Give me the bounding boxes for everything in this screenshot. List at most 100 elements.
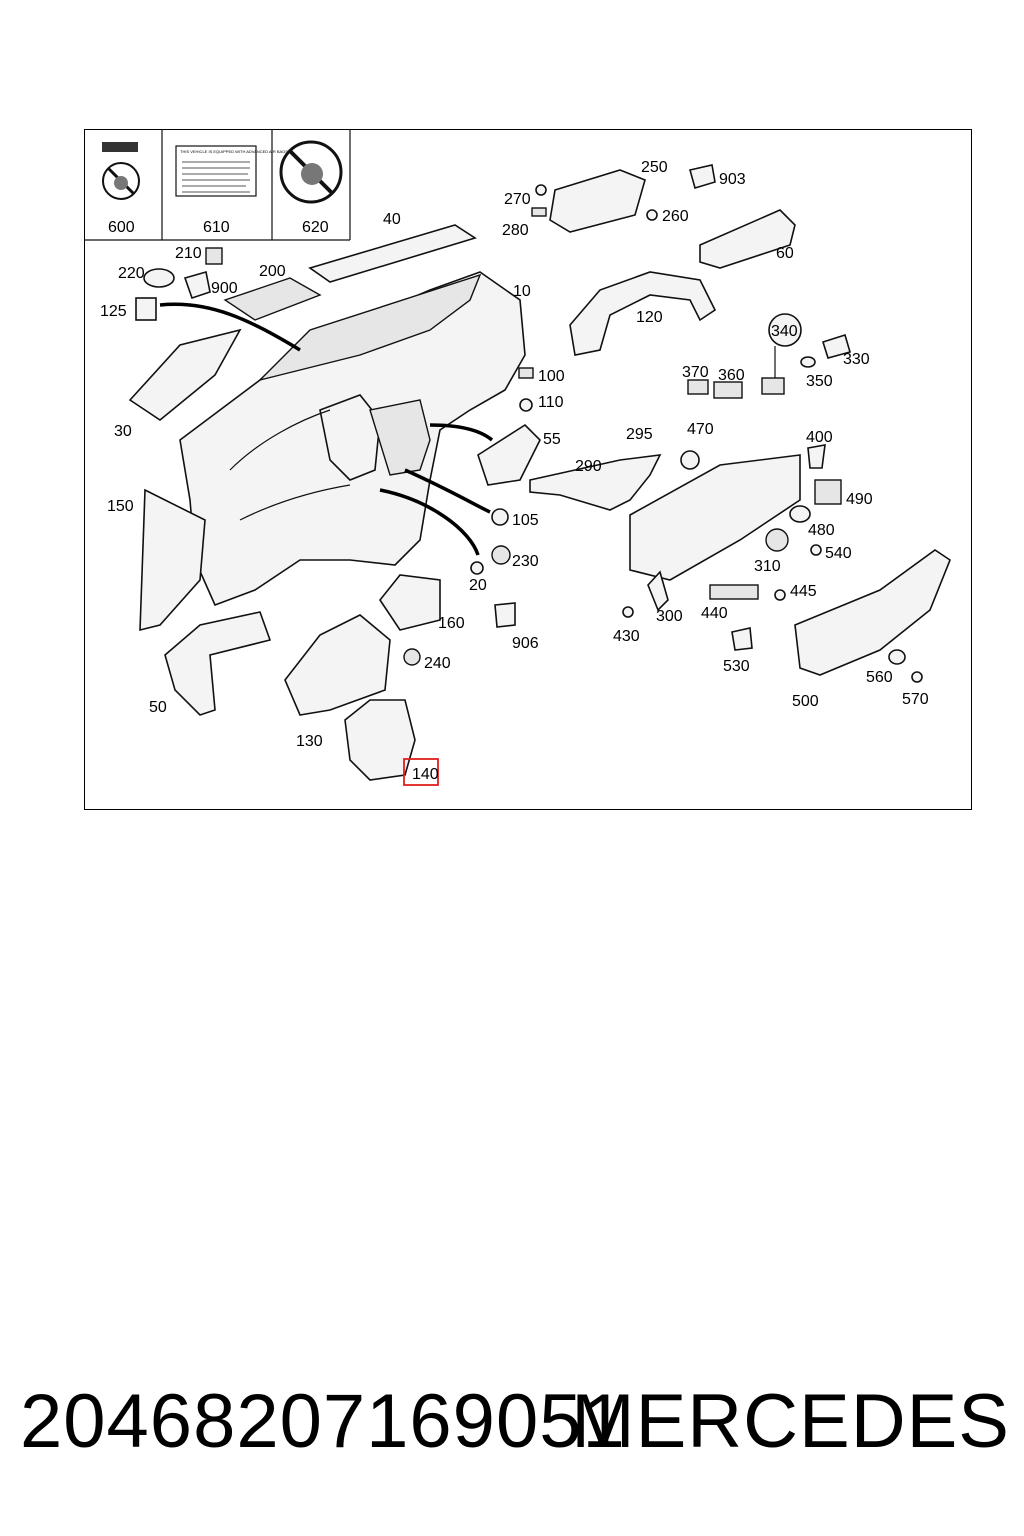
airbag-disabled-icon [279,140,343,204]
part-370-switch [687,379,709,395]
warning-labels-panel: THIS VEHICLE IS EQUIPPED WITH ADVANCED A… [84,129,351,241]
label-906: 906 [512,635,539,652]
label-100: 100 [538,368,565,385]
part-20-clip [470,561,484,575]
label-230: 230 [512,553,539,570]
label-560: 560 [866,669,893,686]
part-120-duct [569,271,717,356]
dashboard-carrier [179,271,526,607]
label-540: 540 [825,545,852,562]
part-340-bulb-callout [768,313,802,347]
label-530: 530 [723,658,750,675]
footer: 20468207169051 MERCEDES [20,1378,1010,1478]
part-530-bracket [731,627,753,651]
label-360: 360 [718,367,745,384]
label-105: 105 [512,512,539,529]
part-50-duct [164,611,272,716]
label-160: 160 [438,615,465,632]
part-220-sensor [143,268,175,288]
part-250-airbag [549,169,646,233]
label-295: 295 [626,426,653,443]
part-470-ring [680,450,700,470]
part-number: 20468207169051 [20,1379,626,1464]
part-350-bulb [800,356,816,368]
label-570: 570 [902,691,929,708]
label-60: 60 [776,245,794,262]
part-30-left-panel [128,328,242,421]
label-330: 330 [843,351,870,368]
part-105-bolt [491,508,509,526]
label-240: 240 [424,655,451,672]
arrow-20 [379,488,480,556]
label-220: 220 [118,265,145,282]
label-40: 40 [383,211,401,228]
diagram-frame [84,129,972,810]
part-150-side-trim [139,488,206,632]
brand-name: MERCEDES [571,1379,1010,1464]
arrow-105 [404,468,491,514]
part-560-screw [888,649,906,665]
label-310: 310 [754,558,781,575]
part-440-latch [709,584,759,600]
part-100-clip [518,367,534,379]
part-125-block [135,297,157,321]
part-490-lock [814,479,842,505]
part-130-cover [284,614,391,716]
label-270: 270 [504,191,531,208]
label-210: 210 [175,245,202,262]
label-260: 260 [662,208,689,225]
arrow-125 [159,302,301,352]
part-900-clip [183,270,211,300]
part-270-screw [535,184,547,196]
part-430-screw [622,606,634,618]
part-lamp-connector [761,377,785,395]
label-430: 430 [613,628,640,645]
label-480: 480 [808,522,835,539]
part-906-tag [494,602,516,628]
part-210-switch [205,247,223,265]
label-280: 280 [502,222,529,239]
highlight-140 [403,758,439,786]
part-540-clip [810,544,822,556]
label-620: 620 [302,219,329,236]
label-470: 470 [687,421,714,438]
label-903: 903 [719,171,746,188]
exploded-parts-diagram: THIS VEHICLE IS EQUIPPED WITH ADVANCED A… [84,129,951,786]
label-500: 500 [792,693,819,710]
part-60-cover [699,209,796,269]
part-260-grommet [646,209,658,221]
label-440: 440 [701,605,728,622]
part-240-knob [403,648,421,666]
part-140-bezel [344,699,416,781]
part-number-labels: 600 610 620 250 903 270 260 280 40 60 21… [100,159,929,783]
label-610: 610 [203,219,230,236]
label-140: 140 [412,766,439,783]
part-480-damper [789,505,811,523]
arrow-55 [429,423,494,442]
part-570-washer [911,671,923,683]
label-900: 900 [211,280,238,297]
label-445: 445 [790,583,817,600]
part-290-trim [529,454,662,511]
label-125: 125 [100,303,127,320]
label-200: 200 [259,263,286,280]
label-350: 350 [806,373,833,390]
label-290: 290 [575,458,602,475]
part-500-glovebox-lid [794,549,951,676]
label-150: 150 [107,498,134,515]
part-445-screw [774,589,786,601]
label-50: 50 [149,699,167,716]
label-20: 20 [469,577,487,594]
part-55-vent [477,423,541,486]
part-360-switch [713,381,743,399]
airbag-info-card: THIS VEHICLE IS EQUIPPED WITH ADVANCED A… [175,145,288,197]
label-400: 400 [806,429,833,446]
part-280-nut [531,207,547,217]
part-40-top-cover [308,224,477,283]
part-330-lamp [821,333,851,359]
part-903-label [689,164,716,190]
label-370: 370 [682,364,709,381]
label-490: 490 [846,491,873,508]
label-30: 30 [114,423,132,440]
part-230-nut [491,545,511,565]
